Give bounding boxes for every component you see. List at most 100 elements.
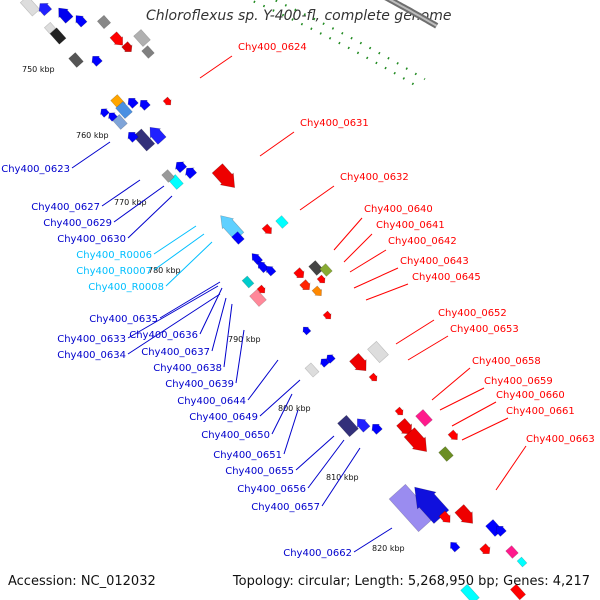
gene-arrow [175,161,188,174]
gene-arrow [266,265,277,277]
gene-arrow [396,417,412,435]
gene-label-line [211,297,227,352]
gene-block [241,275,255,289]
forward-gene-label: Chy400_0653 [450,324,519,335]
reverse-gene-label: Chy400_0657 [251,502,320,513]
gene-arrow [162,96,172,106]
gene-arrow [495,525,507,537]
gene-block [438,446,454,462]
gene-label-line [153,233,205,271]
rna-gene-label: Chy400_R0006 [76,250,152,261]
gene-arrow [139,99,151,111]
gene-label-line [333,217,363,251]
forward-gene-label: Chy400_0640 [364,204,433,215]
gene-arrow [414,486,450,524]
gene-arrow [256,284,266,294]
gene-block [231,231,245,245]
genome-backbone [384,0,439,29]
reverse-gene-label: Chy400_0637 [141,347,210,358]
reverse-gene-label: Chy400_0630 [57,234,126,245]
scale-label: 790 kbp [228,335,261,344]
genome-backbone-highlight [388,0,438,27]
gene-block [68,52,84,68]
gene-arrow [302,326,312,336]
forward-gene-label: Chy400_0659 [484,376,553,387]
gene-block [249,289,267,307]
gene-arrow [394,406,404,416]
gene-block [161,169,175,183]
gene-arrow [121,41,133,53]
gene-arrow [149,126,167,145]
reverse-gene-label: Chy400_0662 [283,548,352,559]
gene-arrow [293,267,305,279]
gene-label-line [127,285,219,339]
gene-label-line [247,359,279,401]
gene-block [337,414,359,438]
gene-arrow [438,510,451,523]
reverse-gene-label: Chy400_0623 [1,164,70,175]
gene-arrow [127,131,139,143]
gene-arrow [368,372,378,382]
gene-label-line [127,195,173,239]
gene-label-line [439,387,485,411]
gene-label-line [495,445,527,491]
gene-label-line [353,527,393,553]
gene-arrow [454,504,474,524]
gene-block [460,583,480,600]
gene-block [43,21,57,35]
gene-block [509,583,527,600]
reverse-gene-label: Chy400_0639 [165,379,234,390]
reverse-gene-label: Chy400_0650 [201,430,270,441]
gene-arrow [75,15,88,28]
gene-label-line [153,225,197,255]
gene-block [367,340,389,364]
gene-block [49,27,67,45]
gene-block [19,0,41,17]
gene-arrow [38,3,53,17]
gene-arrow [58,7,74,24]
gene-arrow [108,112,118,122]
gene-arrow [311,285,322,297]
gene-arrow [299,279,311,291]
gene-block [275,215,289,229]
gene-label-line [299,185,335,211]
gene-label-line [259,379,301,417]
reverse-gene-label: Chy400_0635 [89,314,158,325]
forward-gene-label: Chy400_0632 [340,172,409,183]
gene-block [141,45,155,59]
gene-label-line [271,393,293,435]
reverse-gene-label: Chy400_0634 [57,350,126,361]
gene-block [308,260,324,276]
gene-label-line [199,55,233,79]
gene-arrow [320,358,330,368]
gene-label-line [295,435,335,471]
scale-label: 800 kbp [278,404,311,413]
gene-arrow [261,223,272,235]
forward-gene-label: Chy400_0624 [238,42,307,53]
forward-gene-label: Chy400_0643 [400,256,469,267]
gene-label-line [307,439,345,489]
gene-label-line [101,179,141,207]
gene-block [319,263,333,277]
gene-label-line [343,233,373,263]
gene-label-line [235,329,245,384]
reverse-gene-label: Chy400_0633 [57,334,126,345]
gene-arrow [322,310,332,320]
gene-label-line [461,417,509,441]
forward-gene-label: Chy400_0663 [526,434,595,445]
accession-text: Accession: NC_012032 [8,574,156,589]
scale-label: 760 kbp [76,131,109,140]
gene-arrow [91,55,103,67]
scale-label: 820 kbp [372,544,405,553]
reverse-gene-label: Chy400_0629 [43,218,112,229]
reverse-gene-label: Chy400_0655 [225,466,294,477]
gene-label-line [321,447,361,507]
gene-label-line [71,141,111,169]
gene-block [516,556,528,568]
gene-label-line [451,401,497,427]
forward-gene-label: Chy400_0641 [376,220,445,231]
scale-label: 750 kbp [22,65,55,74]
gene-label-line [223,303,233,368]
reverse-gene-label: Chy400_0638 [153,363,222,374]
